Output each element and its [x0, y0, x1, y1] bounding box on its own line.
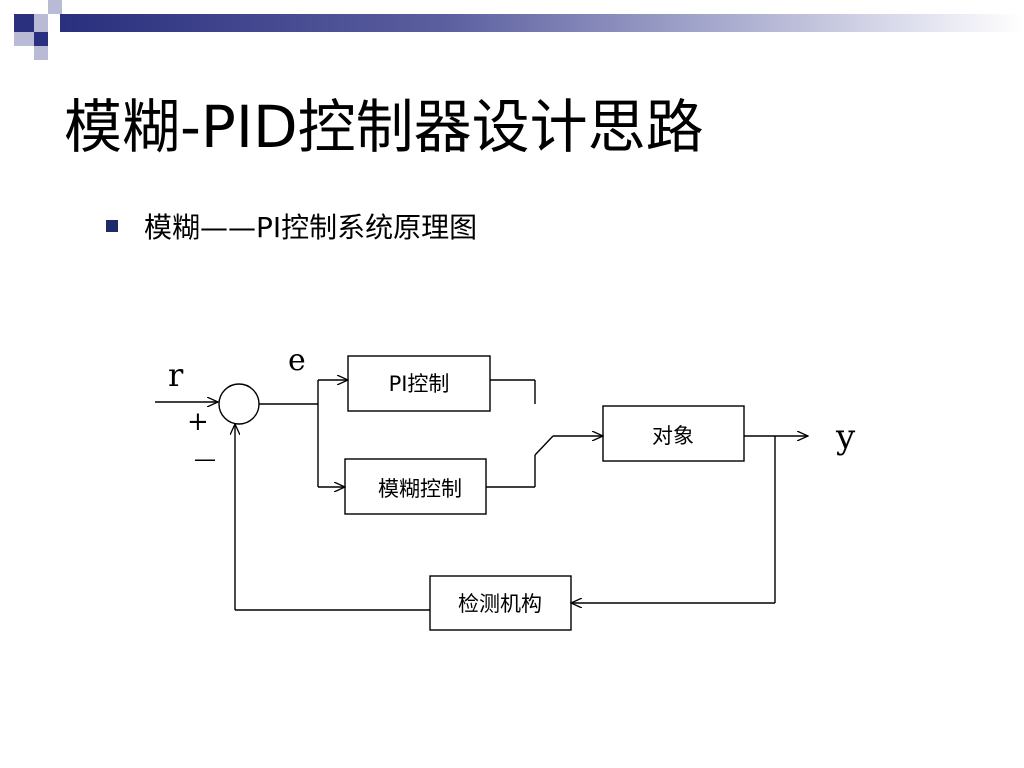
switch-blade	[534, 435, 554, 456]
reference-label: r	[168, 356, 184, 394]
sensor-block	[429, 575, 572, 631]
bullet-text: 模糊——PI控制系统原理图	[144, 211, 478, 244]
decor-square	[48, 0, 62, 14]
decor-square	[14, 14, 34, 32]
slide-title: 模糊-PID控制器设计思路	[64, 93, 704, 161]
plant-label: 对象	[652, 424, 694, 448]
plant-block	[602, 405, 745, 462]
decor-square	[34, 46, 48, 60]
pi-control-label: PI控制	[389, 372, 450, 396]
sensor-label: 检测机构	[458, 592, 542, 616]
decor-square	[34, 14, 48, 32]
header-gradient-bar	[60, 14, 1024, 32]
decor-square	[34, 32, 48, 46]
summing-junction	[218, 383, 260, 425]
error-label: e	[288, 343, 306, 378]
bullet-marker	[106, 220, 118, 232]
bullet-item: 模糊——PI控制系统原理图	[106, 206, 477, 246]
pi-control-block	[347, 355, 491, 412]
plus-sign: +	[187, 407, 209, 437]
fuzzy-control-label: 模糊控制	[378, 477, 462, 501]
decor-square	[14, 32, 34, 46]
header-decoration	[0, 0, 1024, 70]
output-label: y	[835, 417, 856, 457]
minus-sign: —	[194, 447, 216, 472]
